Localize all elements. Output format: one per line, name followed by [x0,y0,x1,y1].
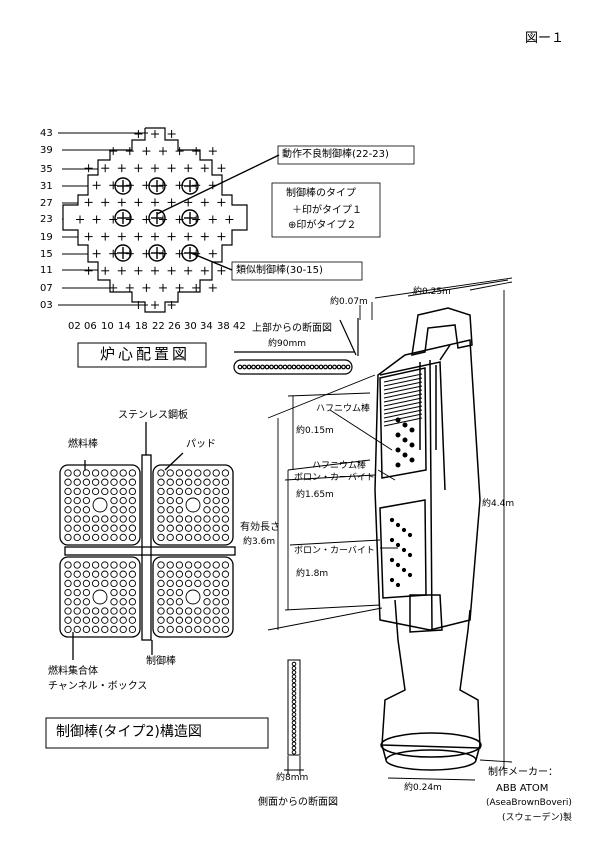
hafnium-rod-label-2: ハフニウム棒 [312,461,367,471]
top-section-label: 上部からの断面図 [252,323,332,334]
boron-carbide-label-2: ボロン・カーバイト [294,546,375,556]
dim-0-07m: 約0.07m [330,297,368,307]
core-x-label-30: 30 [184,321,197,332]
core-y-label-19: 19 [40,232,53,243]
channel-box-label-1: 燃料集合体 [48,666,98,677]
figure-number: 図ー１ [525,31,565,46]
core-x-label-26: 26 [168,321,181,332]
maker-full-name: (AseaBrownBoveri) [486,798,572,808]
callout-similar-rod: 類似制御棒(30-15) [236,265,323,276]
legend-type1: ＋印がタイプ１ [292,205,362,216]
core-x-label-14: 14 [118,321,131,332]
core-y-label-39: 39 [40,145,53,156]
core-y-label-43: 43 [40,128,53,139]
channel-box-label-2: チャンネル・ボックス [48,681,148,692]
core-y-label-35: 35 [40,164,53,175]
core-y-label-23: 23 [40,214,53,225]
side-section-label: 側面からの断面図 [258,797,338,808]
dim-0-25m: 約0.25m [413,287,451,297]
core-y-label-31: 31 [40,181,53,192]
core-x-label-10: 10 [101,321,114,332]
maker-name: ABB ATOM [496,783,549,794]
core-map-grid [62,127,248,313]
boron-carbide-label: ボロン・カーバイト [294,473,375,483]
core-x-label-02: 02 [68,321,81,332]
dim-90mm: 約90mm [268,339,306,349]
dim-0-24m: 約0.24m [404,783,442,793]
legend-title: 制御棒のタイプ [286,188,356,199]
core-x-label-34: 34 [200,321,213,332]
core-x-label-42: 42 [233,321,246,332]
stainless-plate-label: ステンレス鋼板 [118,410,188,421]
core-x-label-18: 18 [135,321,148,332]
hafnium-rod-label: ハフニウム棒 [316,404,371,414]
pad-label: パッド [186,439,216,450]
maker-country: (スウェーデン)製 [502,813,573,823]
dim-1-65m: 約1.65m [296,490,334,500]
legend-type2: ⊕印がタイプ２ [288,220,357,231]
core-x-label-06: 06 [84,321,97,332]
control-rod-label: 制御棒 [146,656,176,667]
dim-0-15m: 約0.15m [296,426,334,436]
core-y-label-11: 11 [40,265,53,276]
core-x-label-38: 38 [217,321,230,332]
effective-length-label: 有効長さ [240,522,280,533]
dim-1-8m: 約1.8m [296,569,329,579]
core-x-label-22: 22 [152,321,165,332]
core-map-title: 炉心配置図 [100,345,191,363]
core-y-label-27: 27 [40,198,53,209]
core-y-label-07: 07 [40,283,53,294]
structure-diagram-title: 制御棒(タイプ2)構造図 [56,724,202,740]
maker-label: 制作メーカー： [488,767,558,778]
dim-3-6m: 約3.6m [243,537,276,547]
fuel-rod-label: 燃料棒 [68,439,98,450]
dim-4-4m: 約4.4m [482,499,515,509]
core-y-label-15: 15 [40,249,53,260]
dim-8mm: 約8mm [276,773,309,783]
callout-defective-rod: 動作不良制御棒(22-23) [282,149,389,160]
core-y-label-03: 03 [40,300,53,311]
